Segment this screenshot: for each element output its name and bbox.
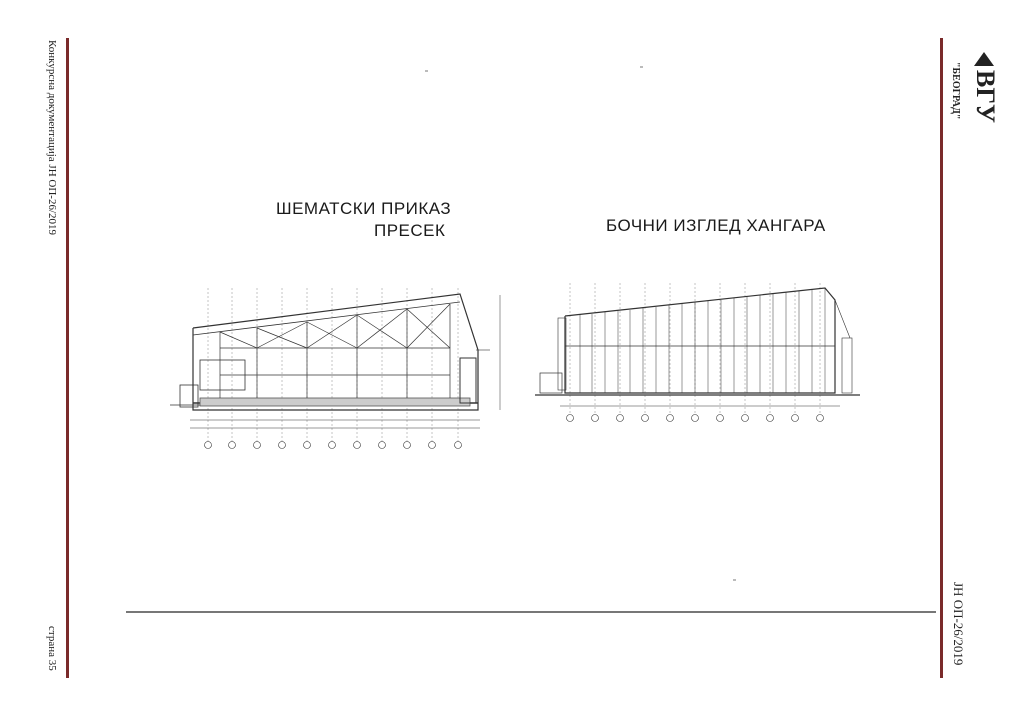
right-margin-rule	[940, 38, 943, 678]
side-view-title: БОЧНИ ИЗГЛЕД ХАНГАРА	[606, 216, 826, 235]
hangar-side-view-drawing	[535, 283, 860, 422]
scan-mark	[733, 579, 736, 581]
section-title-line1: ШЕМАТСКИ ПРИКАЗ	[276, 199, 452, 218]
page-number: страна 35	[46, 626, 58, 671]
scan-mark	[640, 66, 643, 68]
section-title-line2: ПРЕСЕК	[374, 221, 446, 240]
left-margin-rule	[66, 38, 69, 678]
document-reference: Конкурсна документација ЈН ОП-26/2019	[46, 40, 58, 236]
hangar-section-drawing	[170, 288, 501, 449]
scan-mark	[425, 70, 428, 72]
logo-mark: ВГУ	[971, 70, 1000, 123]
vgu-logo: ВГУ "БЕОГРАД"	[948, 46, 1000, 156]
document-code: ЈН ОП-26/2019	[951, 582, 966, 666]
logo-triangle-icon	[974, 52, 994, 66]
logo-city: "БЕОГРАД"	[950, 62, 961, 120]
footer-separator	[126, 611, 936, 613]
